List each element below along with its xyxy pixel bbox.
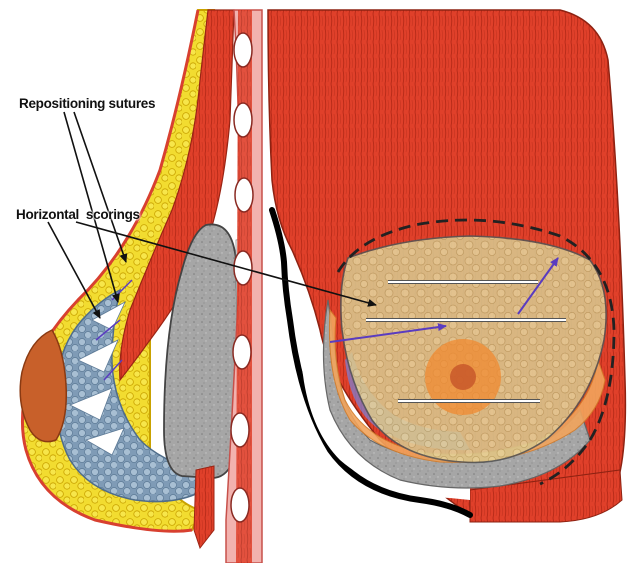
rib-2 [234,103,252,137]
lower-muscle-flap [194,466,214,548]
nipple-frontal [450,364,476,390]
rib-6 [231,413,249,447]
nipple [20,330,66,442]
sagittal-section [20,10,262,563]
intercostal-muscle-stripe [236,10,252,563]
rib-1 [234,33,252,67]
rib-5 [233,335,251,369]
rib-7 [231,488,249,522]
repositioning-sutures-label: Repositioning sutures [19,96,155,111]
rib-3 [235,178,253,212]
frontal-view [268,10,625,522]
horizontal-scorings-label: Horizontal scorings [16,207,140,222]
